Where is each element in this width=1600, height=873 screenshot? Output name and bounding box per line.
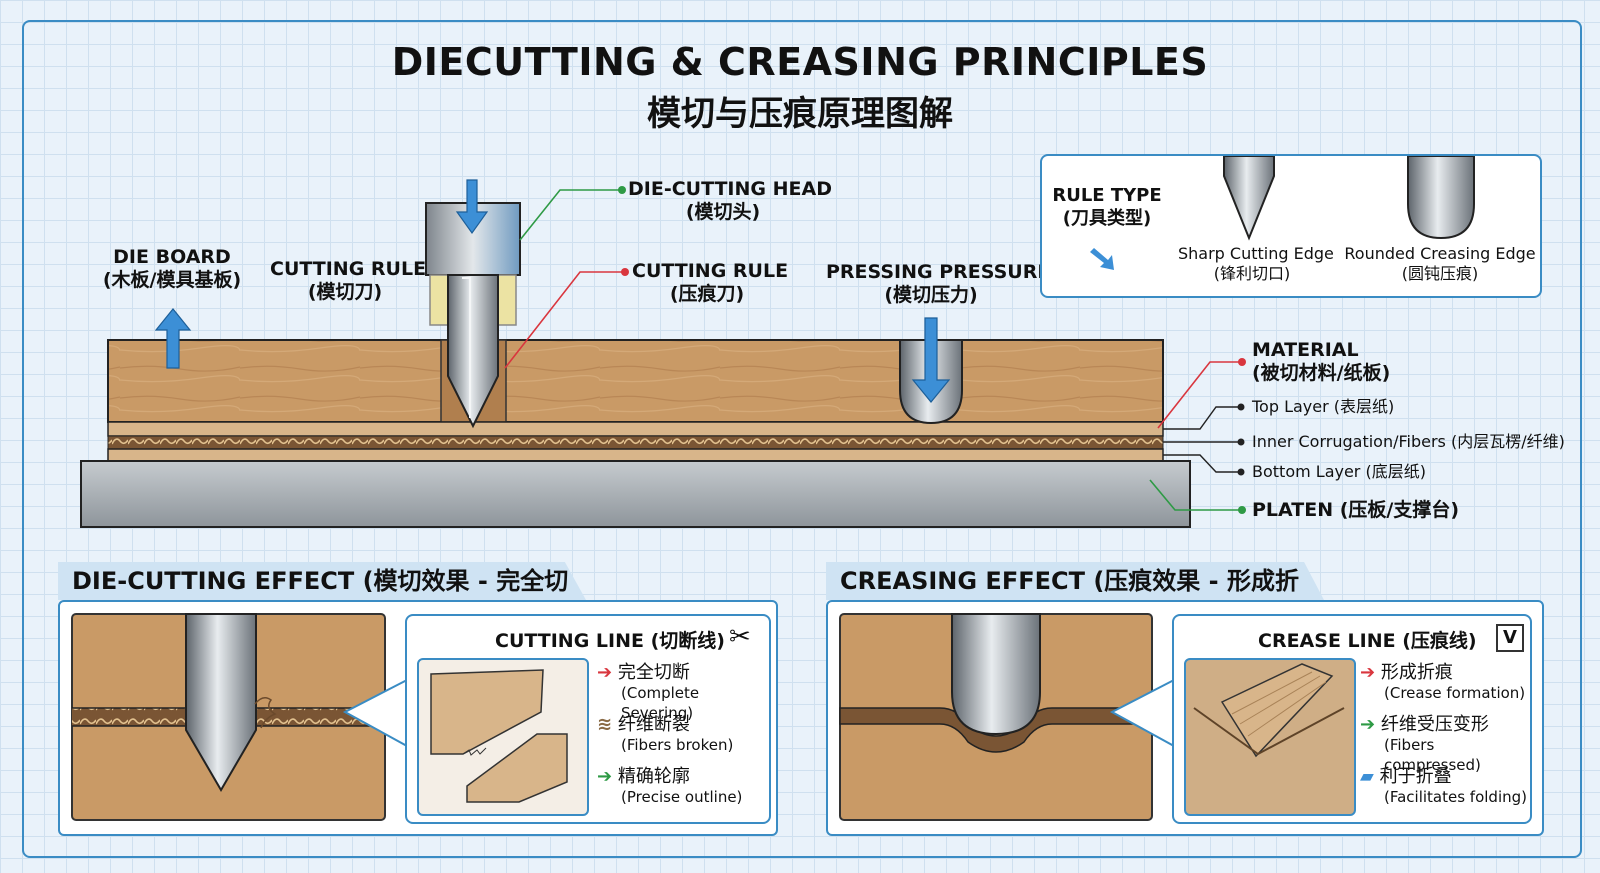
label-cutting-rule-left: CUTTING RULE(模切刀) [270,258,427,303]
crease-line-title: CREASE LINE (压痕线) [1258,630,1477,652]
effect-fibers-compressed: ➔ 纤维受压变形(Fibers compressed) [1360,714,1489,774]
red-arrow-icon: ➔ [597,662,613,683]
label-platen: PLATEN (压板/支撑台) [1252,499,1460,521]
red-arrow-icon: ➔ [1360,662,1376,683]
leader-material [1157,361,1242,429]
effect-facilitates-folding: ▰ 利于折叠(Facilitates folding) [1360,766,1528,806]
fibers-icon: ≋ [597,714,613,735]
rule-type-arrow-icon [1090,248,1114,270]
label-cutting-rule-crease: CUTTING RULE(压痕刀) [632,260,789,305]
cutting-line-callout: CUTTING LINE (切断线) ✂ ➔ 完全切断(Complete Sev… [405,614,771,824]
die-cutting-effect-tab: DIE-CUTTING EFFECT (模切效果 - 完全切断) [58,562,586,600]
label-die-cutting-head: DIE-CUTTING HEAD(模切头) [628,178,832,223]
leader-head [519,189,622,241]
leader-platen [1149,479,1242,511]
platen [80,460,1191,528]
sharp-edge-icon [1223,156,1275,241]
effect-complete-severing: ➔ 完全切断(Complete Severing) [597,662,700,722]
rounded-edge-label: Rounded Creasing Edge(圆钝压痕) [1344,244,1536,283]
effect-crease-formation: ➔ 形成折痕(Crease formation) [1360,662,1526,702]
die-board-up-arrow [154,308,192,369]
effect-sharp-blade [185,613,257,792]
rule-type-box: RULE TYPE(刀具类型) Sharp Cutting Edge(锋利切口)… [1040,154,1542,298]
outer-frame [22,20,1582,858]
folded-flap [1220,663,1334,758]
label-top-layer: Top Layer (表层纸) [1252,397,1395,416]
label-material: MATERIAL(被切材料/纸板) [1252,339,1391,384]
leader-bottom-layer [1163,454,1241,473]
label-bottom-layer: Bottom Layer (底层纸) [1252,462,1426,481]
effect-fibers-broken: ≋ 纤维断裂(Fibers broken) [597,714,734,754]
creasing-effect-tab: CREASING EFFECT (压痕效果 - 形成折痕) [826,562,1324,600]
fold-icon: ▰ [1360,766,1374,787]
cutting-line-title: CUTTING LINE (切断线) [495,630,725,652]
head-down-arrow [455,179,489,235]
rule-type-title: RULE TYPE(刀具类型) [1052,185,1162,229]
label-inner-corrugation: Inner Corrugation/Fibers (内层瓦楞/纤维) [1252,432,1565,451]
green-arrow-icon: ➔ [597,766,613,787]
pressure-arrow [911,317,951,403]
checkbox-icon: V [1496,624,1524,652]
label-pressing-pressure: PRESSING PRESSURE(模切压力) [826,261,1051,306]
effect-precise-outline: ➔ 精确轮廓(Precise outline) [597,766,743,806]
sharp-edge-label: Sharp Cutting Edge(锋利切口) [1178,244,1334,283]
cut-piece-bottom [466,733,568,803]
title-english: DIECUTTING & CREASING PRINCIPLES [391,40,1209,84]
scissors-icon: ✂ [729,622,751,652]
leader-top-layer [1163,406,1241,430]
green-arrow-icon: ➔ [1360,714,1376,735]
effect-rounded-blade [951,613,1041,736]
rounded-edge-icon [1407,156,1475,240]
crease-groove [1193,707,1345,756]
cutting-blade [447,274,499,429]
crease-line-callout: CREASE LINE (压痕线) V ➔ 形成折痕(Crease format… [1172,614,1532,824]
rule-type-icons [1090,156,1475,270]
label-die-board: DIE BOARD(木板/模具基板) [102,246,242,291]
cut-piece-top [430,669,544,755]
die-board [107,339,1164,423]
title-chinese: 模切与压痕原理图解 [647,94,953,134]
leader-crease-rule [504,271,625,369]
